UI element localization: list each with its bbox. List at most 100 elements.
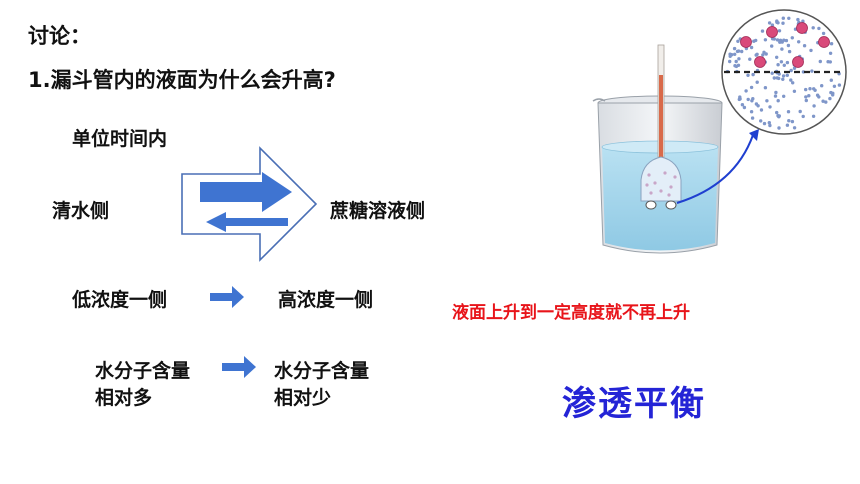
water-molecule-dot xyxy=(751,97,755,101)
sucrose-molecule-icon xyxy=(754,56,766,68)
water-molecule-dot xyxy=(776,99,780,103)
bidirectional-flow-arrow xyxy=(181,146,318,262)
water-molecule-dot xyxy=(742,105,747,110)
water-molecule-dot xyxy=(812,87,816,91)
water-molecule-dot xyxy=(801,19,805,23)
sucrose-molecule-icon xyxy=(792,56,804,68)
water-molecule-dot xyxy=(775,110,779,115)
sucrose-molecule-icon xyxy=(766,26,778,38)
water-molecule-dot xyxy=(763,86,768,90)
water-molecule-dot xyxy=(815,93,820,97)
water-molecule-dot xyxy=(782,94,786,99)
water-molecule-dot xyxy=(818,59,822,64)
water-molecule-dot xyxy=(767,21,772,25)
water-molecule-dot xyxy=(811,26,815,30)
water-molecule-dot xyxy=(770,71,774,75)
water-molecule-dot xyxy=(746,97,750,102)
arrow-right-icon xyxy=(210,286,244,308)
water-molecule-dot xyxy=(781,77,785,82)
low-concentration-label: 低浓度一侧 xyxy=(72,289,168,311)
water-molecule-dot xyxy=(752,39,756,43)
clear-water-side-label: 清水侧 xyxy=(52,200,110,222)
sucrose-molecule-icon xyxy=(796,22,808,34)
water-molecule-dot xyxy=(749,110,754,114)
water-molecule-dot xyxy=(755,52,759,56)
water-molecule-dot xyxy=(787,16,791,20)
reverse-water-flow-left-icon xyxy=(206,212,288,232)
water-molecule-dot xyxy=(775,20,779,24)
water-molecule-dot xyxy=(733,64,737,68)
water-molecule-dot xyxy=(755,80,759,84)
water-molecule-dot xyxy=(774,90,778,95)
water-molecule-dot xyxy=(792,126,797,130)
water-molecule-dot xyxy=(804,87,808,92)
water-molecule-dot xyxy=(763,38,768,42)
water-molecule-dot xyxy=(754,102,759,106)
water-molecule-dot xyxy=(796,17,800,22)
water-molecule-dot xyxy=(777,72,781,76)
water-molecule-dot xyxy=(804,98,808,103)
water-molecule-dot xyxy=(777,126,781,130)
water-molecule-dot xyxy=(824,100,828,104)
water-molecule-dot xyxy=(829,42,834,46)
sucrose-solution-side-label: 蔗糖溶液侧 xyxy=(330,200,426,222)
water-molecule-dot xyxy=(790,36,794,40)
water-molecule-dot xyxy=(786,110,791,114)
water-molecule-dot xyxy=(772,76,776,80)
water-molecule-dot xyxy=(828,51,833,55)
water-molecule-dot xyxy=(728,59,732,64)
water-molecule-dot xyxy=(740,49,744,54)
water-molecule-dot xyxy=(785,73,789,78)
osmotic-equilibrium-conclusion: 渗透平衡 xyxy=(562,384,706,424)
water-molecule-dot xyxy=(779,60,784,64)
water-molecule-dot xyxy=(775,38,780,42)
osmosis-beaker-illustration xyxy=(592,44,759,254)
water-molecule-dot xyxy=(821,99,825,103)
water-molecule-dot xyxy=(826,60,830,64)
water-molecule-dot xyxy=(828,96,832,101)
water-molecule-dot xyxy=(781,74,786,78)
water-molecule-dot xyxy=(784,38,789,43)
water-molecule-dot xyxy=(804,95,808,99)
water-molecule-dot xyxy=(759,108,764,112)
water-molecule-dot xyxy=(792,89,797,94)
water-molecule-dot xyxy=(780,47,784,51)
water-molecule-dot xyxy=(735,49,740,54)
water-molecule-dot xyxy=(750,116,755,120)
water-molecule-dot xyxy=(773,94,778,98)
water-molecule-dot xyxy=(837,83,842,87)
sucrose-molecule-icon xyxy=(740,36,752,48)
water-molecule-dot xyxy=(787,49,792,54)
water-molecule-dot xyxy=(778,40,782,44)
water-content-more-line2: 相对多 xyxy=(95,387,153,409)
water-molecule-dot xyxy=(732,46,737,51)
water-molecule-dot xyxy=(740,103,745,107)
high-concentration-label: 高浓度一侧 xyxy=(278,289,374,311)
water-molecule-dot xyxy=(768,105,772,109)
water-molecule-dot xyxy=(780,40,784,44)
slide-title: 讨论： xyxy=(28,24,91,48)
water-molecule-dot xyxy=(829,78,833,82)
water-content-less-line1: 水分子含量 xyxy=(274,360,370,382)
water-molecule-dot xyxy=(738,95,742,99)
water-molecule-dot xyxy=(792,66,797,70)
water-molecule-dot xyxy=(791,81,795,85)
water-molecule-dot xyxy=(832,84,837,89)
water-molecule-dot xyxy=(733,52,737,56)
water-molecule-dot xyxy=(797,40,801,44)
water-molecule-dot xyxy=(775,55,779,59)
water-molecule-dot xyxy=(781,16,785,20)
water-molecule-dot xyxy=(809,48,813,53)
water-molecule-dot xyxy=(777,29,782,33)
water-molecule-dot xyxy=(772,37,776,41)
water-molecule-dot xyxy=(767,121,771,125)
water-molecule-dot xyxy=(776,63,780,67)
water-molecule-dot xyxy=(770,44,774,48)
water-molecule-dot xyxy=(802,44,807,48)
arrow-right-icon-2 xyxy=(222,356,256,378)
water-molecule-dot xyxy=(782,63,786,67)
water-molecule-dot xyxy=(746,73,750,78)
water-molecule-dot xyxy=(811,114,816,119)
water-molecule-dot xyxy=(820,84,824,88)
water-molecule-dot xyxy=(789,68,793,73)
